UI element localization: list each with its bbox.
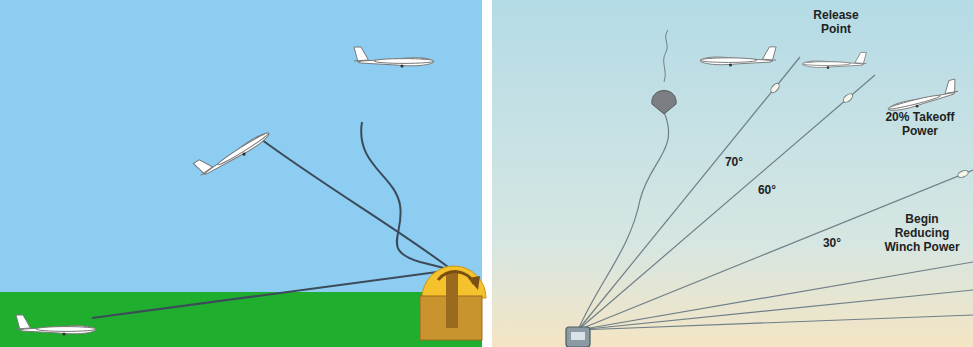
release-point-label: Release Point xyxy=(806,8,866,36)
winch xyxy=(566,327,590,347)
released-cable xyxy=(361,122,452,270)
glider-on-ground xyxy=(16,315,96,336)
angle-label: 30° xyxy=(817,236,847,250)
angle-label: 70° xyxy=(719,155,749,169)
winch-window xyxy=(571,332,585,340)
cable-30 xyxy=(578,170,973,330)
released-glider xyxy=(354,47,434,68)
parachute xyxy=(652,91,676,115)
winch-post xyxy=(446,272,458,328)
sky xyxy=(492,0,973,347)
parachute-cord xyxy=(664,30,668,82)
rotation-arrow xyxy=(438,272,474,284)
tow-cable xyxy=(92,270,452,318)
cable-low xyxy=(578,315,973,330)
glider-at-release xyxy=(802,52,866,68)
cable-release xyxy=(578,57,800,330)
cable-low xyxy=(578,290,973,330)
sky xyxy=(0,0,482,347)
climbing-glider xyxy=(193,121,272,181)
tow-cable xyxy=(258,137,452,270)
glider-climbing xyxy=(885,79,959,114)
power-note: Begin Reducing Winch Power xyxy=(877,212,967,254)
ground xyxy=(0,292,482,347)
angle-label: 60° xyxy=(752,183,782,197)
parachute-cable xyxy=(578,112,669,330)
cable-60 xyxy=(578,75,875,330)
power-note: 20% Takeoff Power xyxy=(877,110,963,138)
cable-low xyxy=(578,262,973,330)
released-glider xyxy=(700,47,776,67)
rotation-arrowhead xyxy=(468,276,480,290)
cable-positions xyxy=(578,57,973,330)
